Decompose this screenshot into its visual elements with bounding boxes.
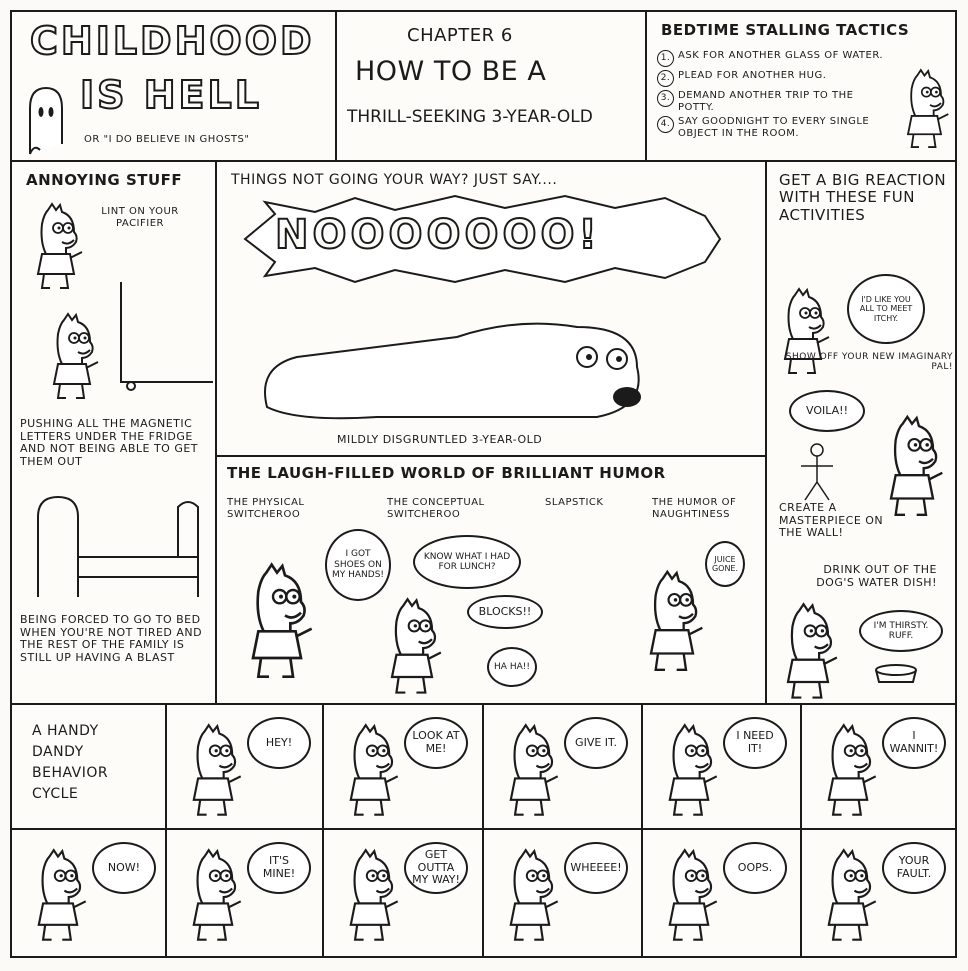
comic-title-line1: Childhood bbox=[29, 18, 315, 63]
tantrum-kid-drawing bbox=[264, 322, 641, 420]
kid-drawing bbox=[181, 723, 245, 819]
bedtime-item: 4.Say goodnight to every single object i… bbox=[657, 116, 887, 139]
kid-drawing bbox=[897, 62, 952, 157]
speech-bubble: Blocks!! bbox=[467, 595, 543, 629]
speech-bubble: It's mine! bbox=[247, 842, 311, 894]
cycle-cell: Oops. bbox=[641, 828, 802, 958]
speech-bubble: Juice gone. bbox=[705, 541, 745, 587]
kid-drawing bbox=[637, 567, 707, 677]
dog-dish-caption: Drink out of the dog's water dish! bbox=[816, 563, 937, 589]
bedtime-heading: Bedtime stalling tactics bbox=[661, 21, 910, 39]
speech-bubble: I got shoes on my hands! bbox=[325, 529, 391, 601]
reaction-panel: Get a big reaction with these fun activi… bbox=[765, 160, 957, 705]
kid-drawing bbox=[498, 848, 562, 944]
chapter-title-line1: How to be a bbox=[355, 56, 547, 87]
speech-bubble: Hey! bbox=[247, 717, 311, 769]
ghost-drawing bbox=[29, 86, 63, 155]
cycle-cell: Now! bbox=[10, 828, 167, 958]
speech-bubble: I need it! bbox=[723, 717, 787, 769]
chapter-title-line2: thrill-seeking 3-year-old bbox=[347, 107, 593, 127]
humor-label-conceptual: The conceptual switcheroo bbox=[387, 497, 485, 520]
speech-bubble: I'd like you all to meet Itchy. bbox=[847, 274, 925, 344]
bedtime-item: 3.Demand another trip to the potty. bbox=[657, 90, 887, 113]
bedtime-list: 1.Ask for another glass of water. 2.Plea… bbox=[657, 50, 887, 142]
humor-panel: The laugh-filled world of brilliant humo… bbox=[215, 455, 767, 705]
chapter-panel: Chapter 6 How to be a thrill-seeking 3-y… bbox=[335, 10, 647, 162]
kid-drawing bbox=[338, 723, 402, 819]
water-dish-drawing bbox=[875, 664, 917, 683]
kid-drawing bbox=[338, 848, 402, 944]
shout-text: Nooooooo! bbox=[274, 211, 601, 259]
cycle-cell: Your fault. bbox=[800, 828, 957, 958]
chapter-number: Chapter 6 bbox=[407, 25, 513, 46]
speech-bubble: Now! bbox=[92, 842, 156, 894]
imaginary-pal-caption: Show off your new imaginary pal! bbox=[785, 352, 953, 373]
bed-drawing bbox=[37, 495, 199, 597]
cycle-cell: Hey! bbox=[165, 703, 324, 832]
bedtime-item: 2.Plead for another hug. bbox=[657, 70, 887, 87]
kid-drawing bbox=[816, 723, 880, 819]
fridge-drawing bbox=[120, 282, 213, 391]
kid-drawing bbox=[773, 602, 843, 702]
bedtime-item: 1.Ask for another glass of water. bbox=[657, 50, 887, 67]
speech-bubble: Oops. bbox=[723, 842, 787, 894]
cycle-cell: Get outta my way! bbox=[322, 828, 484, 958]
speech-bubble: Know what I had for lunch? bbox=[413, 535, 521, 589]
no-caption: Mildly disgruntled 3-year-old bbox=[337, 433, 543, 446]
kid-drawing bbox=[237, 562, 317, 682]
humor-label-physical: The physical switcheroo bbox=[227, 497, 305, 520]
kid-drawing bbox=[657, 723, 721, 819]
kid-drawing bbox=[26, 848, 90, 944]
kid-drawing bbox=[26, 202, 86, 292]
speech-bubble: Your fault. bbox=[882, 842, 946, 894]
kid-drawing bbox=[377, 597, 447, 697]
humor-label-naughtiness: The humor of naughtiness bbox=[652, 497, 737, 520]
speech-bubble: Ha ha!! bbox=[487, 647, 537, 687]
title-panel: Childhood is Hell or "I do believe in gh… bbox=[10, 10, 337, 162]
cycle-cell: Wheeee! bbox=[482, 828, 643, 958]
stick-figure-drawing bbox=[801, 443, 833, 501]
cycle-cell: It's mine! bbox=[165, 828, 324, 958]
cycle-cell: Look at me! bbox=[322, 703, 484, 832]
cycle-cell: I wannit! bbox=[800, 703, 957, 832]
bedtime-panel: Bedtime stalling tactics 1.Ask for anoth… bbox=[645, 10, 957, 162]
kid-drawing bbox=[816, 848, 880, 944]
humor-heading: The laugh-filled world of brilliant humo… bbox=[227, 464, 666, 482]
letters-caption: Pushing all the magnetic letters under t… bbox=[20, 417, 199, 468]
speech-bubble: I'm thirsty. Ruff. bbox=[859, 610, 943, 652]
cycle-title-cell: A handy dandy behavior cycle bbox=[10, 703, 167, 830]
cycle-cell: I need it! bbox=[641, 703, 802, 832]
reaction-heading: Get a big reaction with these fun activi… bbox=[779, 171, 947, 224]
kid-drawing bbox=[42, 312, 102, 402]
annoying-heading: Annoying stuff bbox=[26, 171, 183, 189]
speech-bubble: Wheeee! bbox=[564, 842, 628, 894]
comic-subtitle: or "I do believe in ghosts" bbox=[84, 134, 250, 145]
cycle-heading: A handy dandy behavior cycle bbox=[32, 723, 109, 802]
kid-drawing bbox=[657, 848, 721, 944]
speech-bubble: Voila!! bbox=[789, 390, 865, 432]
annoying-panel: Annoying stuff Lint on your pacifier Pus… bbox=[10, 160, 217, 705]
lint-caption: Lint on your pacifier bbox=[101, 206, 179, 229]
bedtime-caption: Being forced to go to bed when you're no… bbox=[20, 613, 203, 664]
no-panel: Things not going your way? Just say.... … bbox=[215, 160, 767, 457]
speech-bubble: Look at me! bbox=[404, 717, 468, 769]
kid-drawing bbox=[181, 848, 245, 944]
comic-title-line2: is Hell bbox=[79, 72, 262, 117]
shout-burst bbox=[243, 194, 722, 284]
masterpiece-caption: Create a masterpiece on the wall! bbox=[779, 501, 884, 540]
speech-bubble: I wannit! bbox=[882, 717, 946, 769]
no-heading: Things not going your way? Just say.... bbox=[231, 172, 558, 188]
speech-bubble: Give it. bbox=[564, 717, 628, 769]
speech-bubble: Get outta my way! bbox=[404, 842, 468, 894]
kid-drawing bbox=[498, 723, 562, 819]
humor-label-slapstick: Slapstick bbox=[545, 497, 604, 508]
cycle-cell: Give it. bbox=[482, 703, 643, 832]
